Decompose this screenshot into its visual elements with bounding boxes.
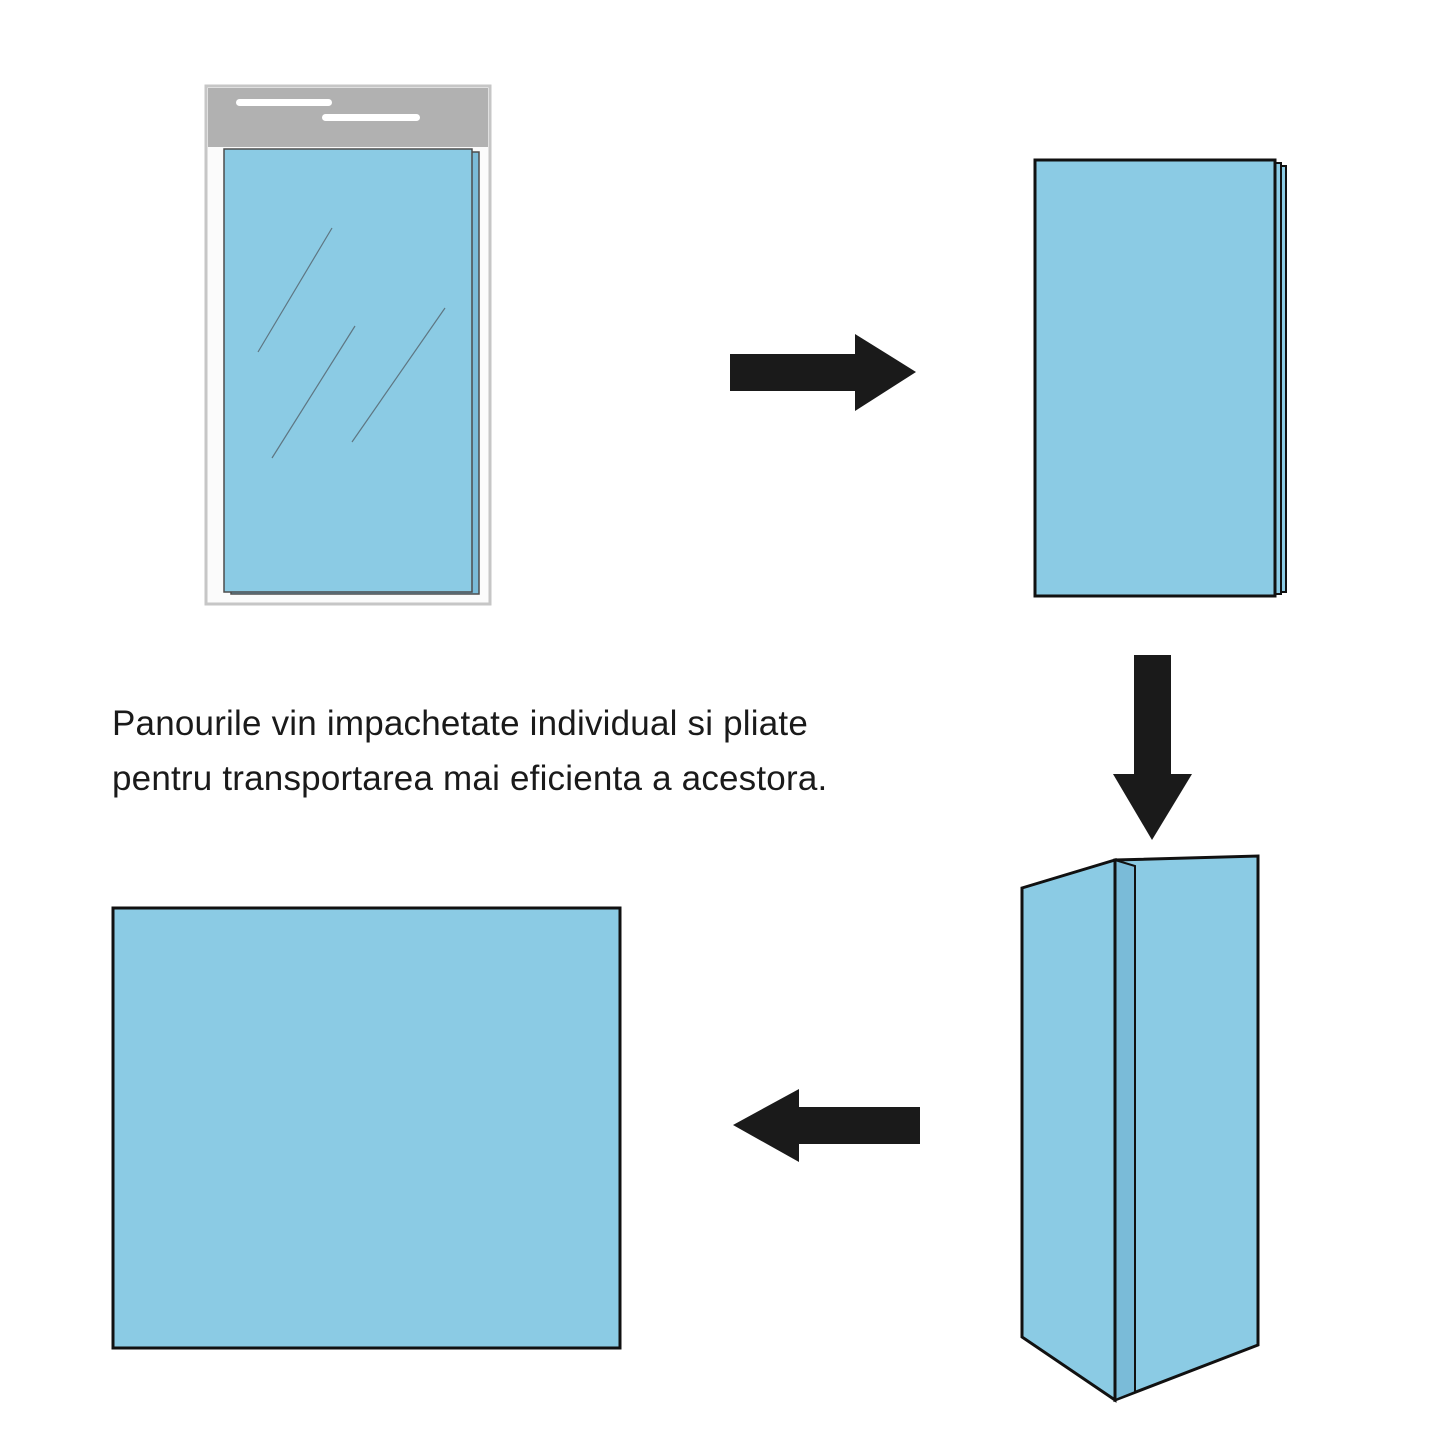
folded-panel-leaf-front [1033, 158, 1277, 598]
wrap-glare-line-2 [322, 114, 420, 121]
unfolded-panel [111, 906, 622, 1350]
folded-panel-figure [1033, 158, 1287, 598]
arrow-right-head [855, 334, 916, 411]
wrap-glare-line-1 [236, 99, 332, 106]
packaged-panel-figure [204, 84, 492, 606]
caption-line-2: pentru transportarea mai eficienta a ace… [112, 759, 828, 798]
arrow-down-icon [1113, 655, 1192, 840]
caption-line-1: Panourile vin impachetate individual si … [112, 704, 808, 743]
unfolded-panel-figure [111, 906, 622, 1350]
panel-glare-line-3 [351, 307, 446, 443]
trifold-leaf-left [1020, 857, 1117, 1403]
arrow-left-icon [733, 1089, 920, 1162]
panel-glare-line-1 [257, 227, 333, 353]
trifold-panel-figure [1020, 854, 1260, 1403]
caption: Panourile vin impachetate individual si … [112, 696, 1112, 806]
arrow-down-shaft [1134, 655, 1171, 777]
arrow-left-head [733, 1089, 799, 1162]
arrow-down-head [1113, 774, 1192, 840]
panel-in-wrap [223, 148, 473, 593]
trifold-leaf-inner [1114, 858, 1136, 1402]
arrow-left-shaft [797, 1107, 920, 1144]
trifold-leaf-right [1113, 854, 1260, 1403]
arrow-right-shaft [730, 354, 858, 391]
panel-glare-line-2 [271, 325, 356, 459]
arrow-right-icon [730, 334, 916, 411]
